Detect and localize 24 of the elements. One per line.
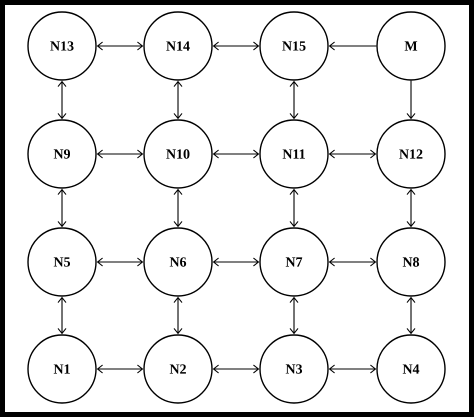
- arrow: [290, 296, 298, 334]
- arrow: [174, 296, 182, 334]
- arrow: [290, 80, 298, 120]
- arrow: [328, 150, 376, 158]
- arrow: [328, 258, 376, 266]
- arrow: [212, 42, 260, 50]
- arrow: [212, 258, 260, 266]
- arrow: [406, 80, 416, 120]
- arrow: [58, 188, 66, 228]
- arrow: [174, 80, 182, 120]
- arrow: [406, 296, 416, 334]
- arrow: [328, 364, 376, 374]
- arrow: [96, 258, 144, 266]
- arrow: [290, 188, 298, 228]
- arrow: [96, 150, 144, 158]
- arrow: [58, 80, 66, 120]
- arrow: [212, 364, 260, 374]
- arrow: [58, 296, 66, 334]
- arrow: [96, 364, 144, 374]
- arrow: [328, 42, 376, 50]
- arrow: [96, 42, 144, 50]
- arrow: [174, 188, 182, 228]
- arrow: [212, 150, 260, 158]
- arrow: [406, 188, 416, 228]
